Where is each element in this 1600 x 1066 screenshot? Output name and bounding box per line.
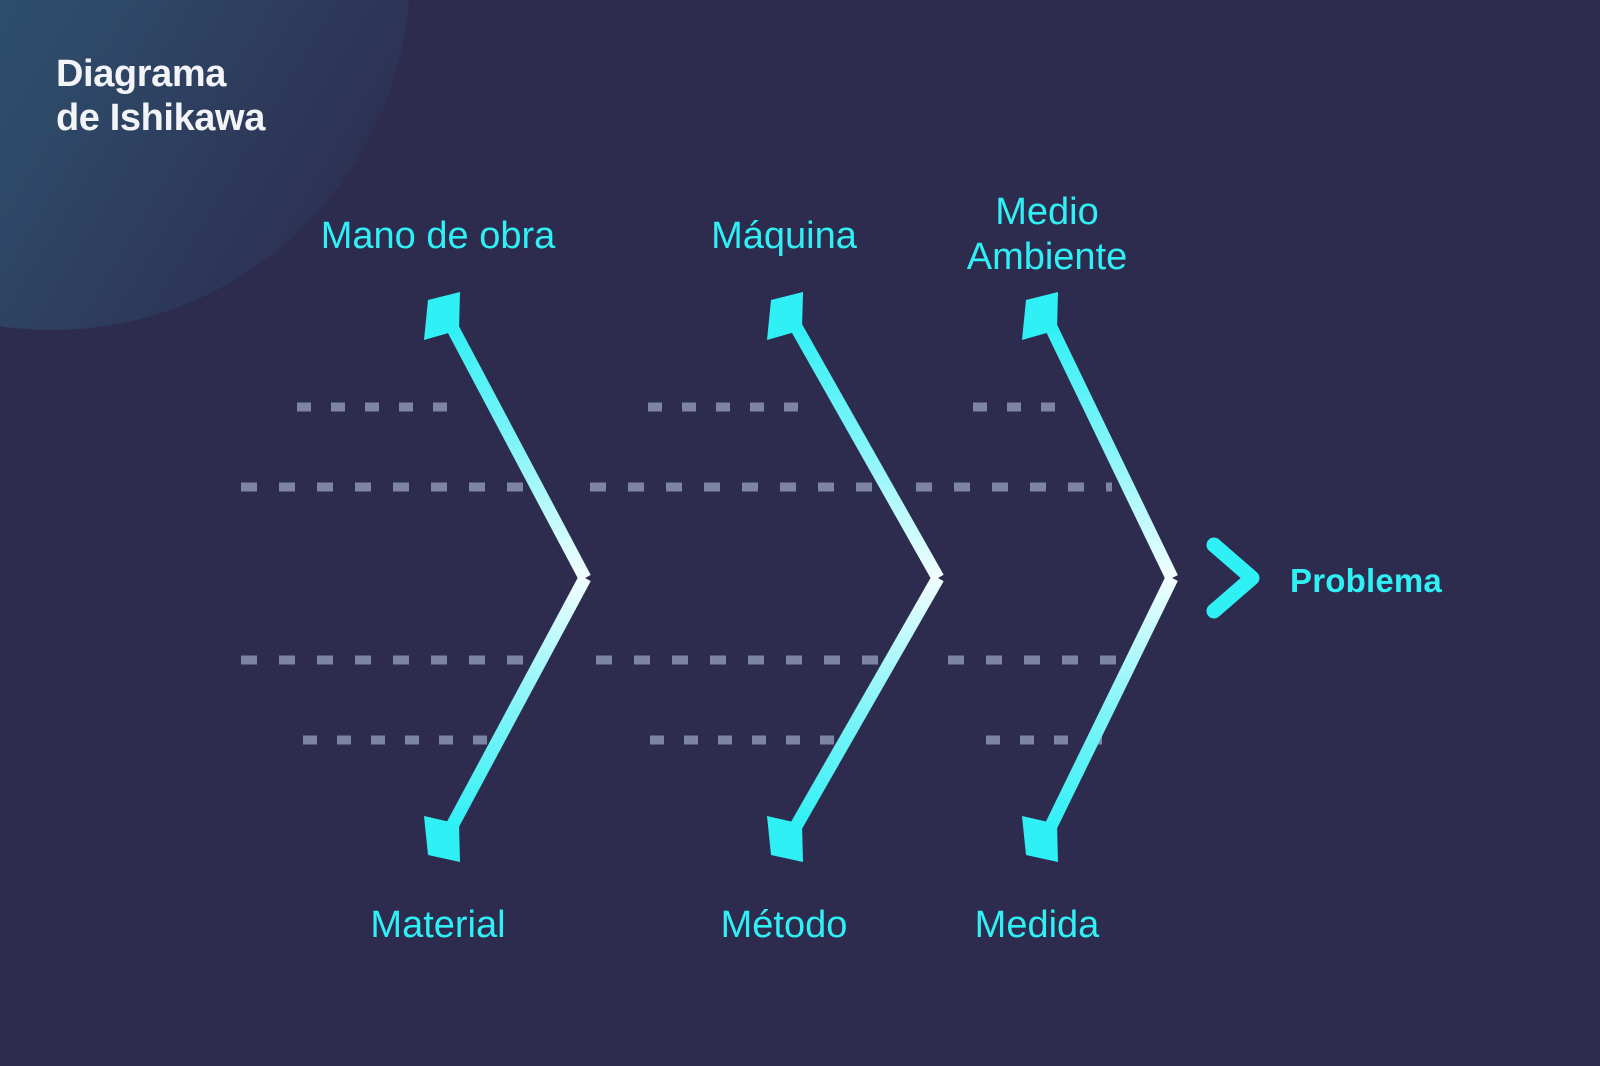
bone-group-metodo[interactable] — [767, 574, 944, 862]
category-label-metodo[interactable]: Método — [720, 904, 848, 946]
bone-endpoint-medida — [1022, 816, 1058, 862]
category-label-medida[interactable]: Medida — [974, 904, 1100, 946]
bone-group-medida[interactable] — [1022, 575, 1178, 862]
bone-line-material — [445, 574, 591, 832]
bone-endpoint-mano-de-obra — [424, 292, 460, 340]
decorative-gradient-circle — [0, 0, 409, 330]
category-label-material[interactable]: Material — [370, 904, 506, 946]
effect-label-problema[interactable]: Problema — [1290, 562, 1442, 599]
bone-endpoint-medio-ambiente — [1022, 292, 1058, 340]
bone-line-medida — [1044, 575, 1178, 831]
bone-group-mano-de-obra[interactable] — [424, 292, 591, 582]
bone-line-maquina — [789, 321, 944, 582]
spine-arrowhead-icon — [1206, 537, 1260, 619]
bone-line-metodo — [789, 574, 944, 832]
bone-endpoint-maquina — [767, 292, 803, 340]
bone-line-mano-de-obra — [445, 321, 591, 582]
bone-group-maquina[interactable] — [767, 292, 944, 582]
bone-group-material[interactable] — [424, 574, 591, 862]
page-title: Diagrama de Ishikawa — [56, 53, 265, 140]
bone-group-medio-ambiente[interactable] — [1022, 292, 1178, 581]
category-label-mano-de-obra[interactable]: Mano de obra — [320, 215, 556, 257]
category-label-maquina[interactable]: Máquina — [711, 215, 857, 257]
bone-endpoint-material — [424, 816, 460, 862]
category-label-medio-ambiente[interactable]: Medio Ambiente — [966, 191, 1128, 278]
bone-line-medio-ambiente — [1044, 322, 1178, 581]
bone-endpoint-metodo — [767, 816, 803, 862]
